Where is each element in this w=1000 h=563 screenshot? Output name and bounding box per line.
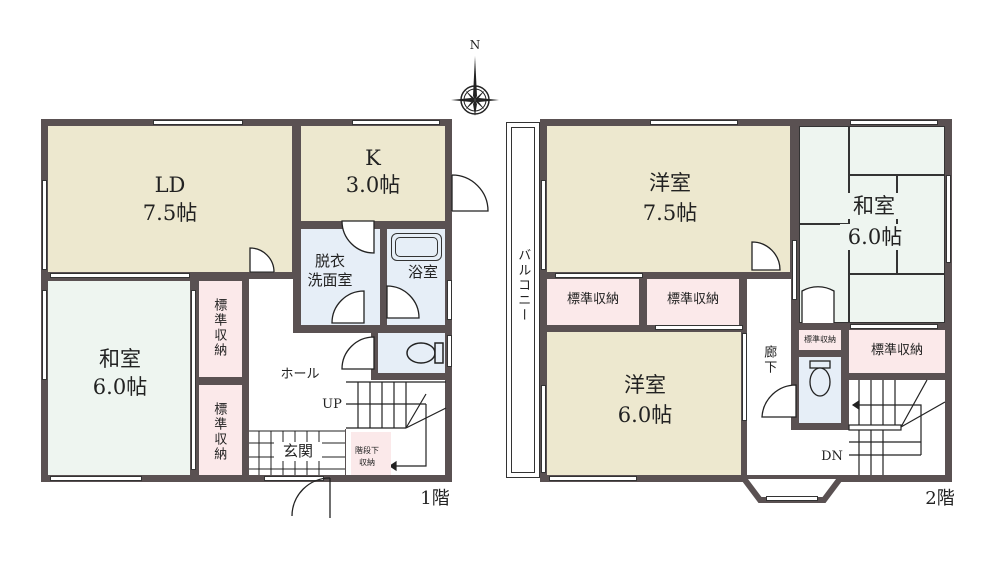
window [766, 496, 818, 501]
window [655, 325, 743, 330]
bathtub-inner [395, 237, 438, 257]
washitsu-2f-name: 和室 [844, 193, 904, 220]
door-swing-icon [751, 241, 781, 271]
window [42, 180, 47, 270]
corridor-name: 廊下 [761, 345, 777, 375]
storage-1f-lower-name: 標準収納 [211, 402, 227, 462]
compass-rose-icon [451, 56, 499, 116]
bathroom-name: 浴室 [407, 263, 438, 281]
window [742, 333, 747, 421]
window [447, 280, 452, 320]
storage-1f-upper-name: 標準収納 [211, 298, 227, 358]
window [555, 273, 643, 278]
washitsu-1f-size: 6.0帖 [92, 375, 148, 399]
under-stairs-name-line2: 収納 [359, 458, 375, 467]
door-swing-icon [761, 384, 797, 418]
door-swing-icon [331, 290, 365, 324]
room-storage-2f-right[interactable] [849, 330, 945, 373]
entrance-name: 玄関 [274, 442, 322, 461]
north-label: N [469, 38, 481, 52]
tatami-mat [799, 126, 849, 224]
door-swing-icon [801, 286, 835, 323]
window [352, 120, 440, 125]
kitchen-name: K [365, 146, 381, 170]
washitsu-2f-size: 6.0帖 [840, 224, 910, 251]
window [42, 290, 47, 380]
window [549, 476, 637, 481]
washroom-name-line2: 洗面室 [307, 271, 353, 289]
floor1-label: 1階 [420, 488, 450, 509]
bay-window-wall [736, 473, 848, 503]
tatami-mat [849, 126, 945, 175]
toilet-icon [406, 342, 444, 364]
room-storage-2f-a[interactable] [547, 279, 639, 325]
tatami-mat [849, 274, 945, 323]
stairs-1f-direction: UP [322, 397, 342, 412]
window [850, 120, 938, 125]
room-yoshitsu-6-0[interactable] [547, 332, 741, 475]
window [50, 476, 142, 481]
balcony-name: バルコニー [515, 247, 531, 323]
room-storage-1f-upper[interactable] [199, 281, 242, 377]
window [153, 120, 243, 125]
window [191, 290, 196, 470]
stairs-2f-direction: DN [821, 449, 843, 464]
hall-name: ホール [280, 367, 320, 382]
kitchen-size: 3.0帖 [345, 173, 401, 197]
door-swing-icon [249, 247, 275, 273]
room-under-stairs-storage[interactable] [351, 432, 391, 475]
ld-name: LD [154, 173, 186, 197]
stairs-2f-icon [848, 379, 946, 475]
stairs-1f-icon [346, 381, 447, 472]
window [850, 324, 938, 329]
toilet-icon [809, 360, 831, 397]
compass: N [445, 38, 505, 118]
washitsu-1f-name: 和室 [99, 347, 141, 371]
window [792, 240, 797, 300]
storage-2f-a-name: 標準収納 [566, 292, 619, 307]
room-storage-2f-small[interactable] [799, 330, 841, 350]
storage-2f-small-name: 標準収納 [804, 335, 836, 344]
floor1-plan: LD 7.5帖 K 3.0帖 脱衣 洗面室 浴室 ホール 和室 6.0帖 標準収… [41, 119, 489, 518]
window [541, 180, 546, 270]
yoshitsu-small-size: 6.0帖 [617, 403, 673, 427]
room-kitchen[interactable] [301, 126, 445, 221]
ld-size: 7.5帖 [142, 201, 198, 225]
door-swing-icon [341, 220, 375, 254]
door-swing-icon [386, 285, 420, 319]
washroom-name-line1: 脱衣 [314, 252, 345, 270]
room-storage-1f-lower[interactable] [199, 385, 242, 475]
window [946, 175, 951, 263]
under-stairs-name-line1: 階段下 [355, 446, 379, 455]
door-swing-icon [451, 174, 489, 212]
room-yoshitsu-7-5[interactable] [547, 126, 790, 272]
storage-2f-right-name: 標準収納 [870, 343, 923, 358]
floor2-plan: バルコニー 洋室 7.5帖 和室 6.0帖 標準収納 標準収納 標準収納 標準収… [500, 0, 1000, 563]
hall-upper [249, 279, 293, 333]
window [447, 335, 452, 367]
room-storage-2f-b[interactable] [647, 279, 739, 325]
room-washitsu-1f[interactable] [48, 281, 190, 475]
yoshitsu-small-name: 洋室 [624, 373, 666, 397]
yoshitsu-large-name: 洋室 [649, 171, 691, 195]
entrance-door-icon [291, 477, 331, 518]
yoshitsu-large-size: 7.5帖 [642, 201, 698, 225]
window [541, 385, 546, 473]
storage-2f-b-name: 標準収納 [666, 292, 719, 307]
balcony-inner-line [511, 127, 535, 473]
floor2-label: 2階 [925, 488, 955, 509]
window [650, 120, 738, 125]
corridor-lower [747, 430, 853, 475]
door-swing-icon [341, 336, 375, 370]
window [50, 273, 190, 278]
